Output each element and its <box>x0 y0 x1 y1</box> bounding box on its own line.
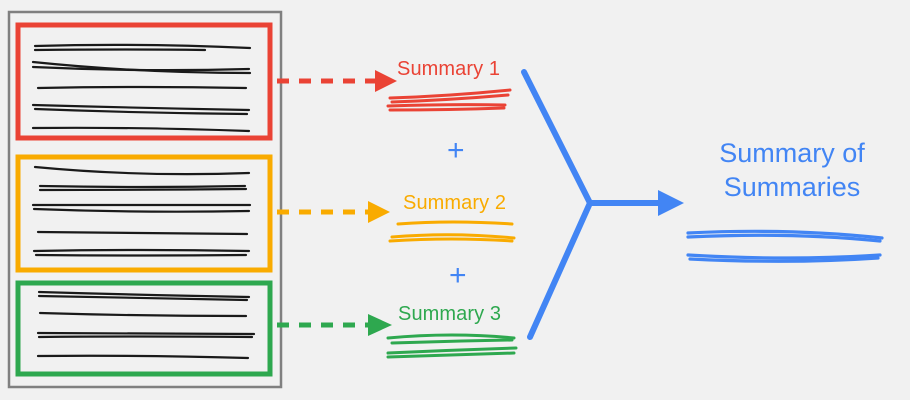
chunk-1-box[interactable] <box>15 22 273 141</box>
summary-3-label: Summary 3 <box>398 303 502 325</box>
chunk-3-text-lines <box>36 290 256 360</box>
arrow-chunk-2-to-summary-2 <box>277 201 390 223</box>
merge-arrowhead <box>658 190 684 216</box>
summary-2-scribble <box>388 220 516 243</box>
final-summary-title: Summary of Summaries <box>697 136 887 204</box>
plus-operator-2: + <box>449 259 467 292</box>
arrow-chunk-3-to-summary-3 <box>277 314 392 336</box>
final-summary-title-line-2: Summaries <box>723 172 861 202</box>
final-summary-scribble <box>686 229 884 263</box>
merge-fork <box>521 69 663 340</box>
chunk-1-text-lines <box>31 43 252 133</box>
chunk-2-text-lines <box>31 165 252 257</box>
summary-3-scribble <box>386 333 518 359</box>
arrow-chunk-1-to-summary-1 <box>277 70 397 92</box>
summary-1-scribble <box>386 88 512 112</box>
plus-operator-1: + <box>447 134 465 167</box>
final-summary-title-line-1: Summary of <box>719 138 865 168</box>
chunk-2-box[interactable] <box>15 154 273 273</box>
document-collection-border <box>7 10 283 389</box>
summary-1-label: Summary 1 <box>397 58 501 80</box>
summary-2-label: Summary 2 <box>403 192 507 214</box>
chunk-3-box[interactable] <box>15 280 273 377</box>
